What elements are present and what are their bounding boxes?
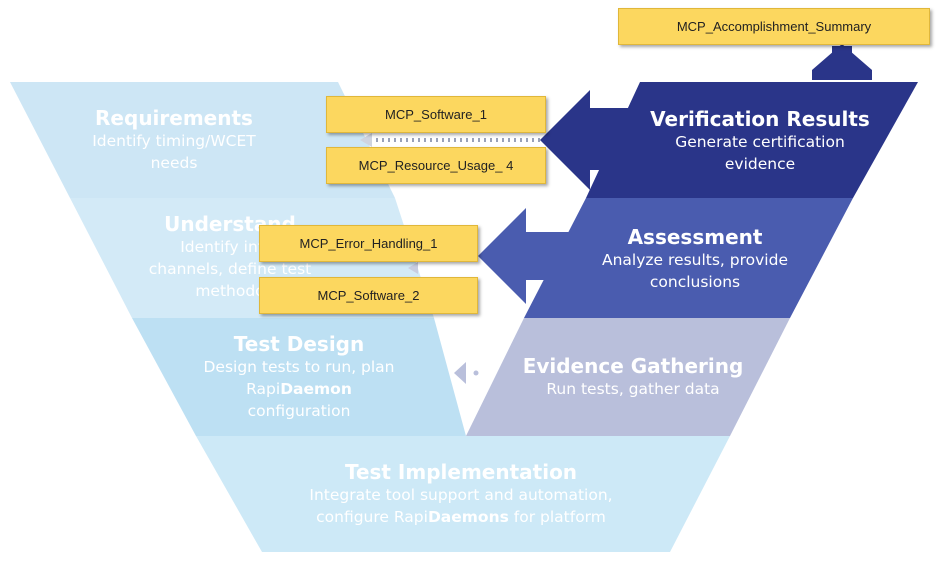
evidence-small-dot	[473, 370, 479, 376]
tag-error-handling-1[interactable]: MCP_Error_Handling_1	[259, 225, 478, 262]
test-implementation-desc-2-bold: Daemons	[427, 508, 509, 526]
test-design-desc-1: Design tests to run, plan	[203, 358, 395, 376]
up-arrow-shape	[812, 44, 872, 80]
test-implementation-desc-2-post: for platform	[508, 508, 606, 526]
verification-results-band	[586, 82, 918, 198]
test-design-desc-3: configuration	[247, 402, 351, 420]
test-design-desc-2: RapiDaemon	[179, 378, 419, 400]
understand-desc-2: channels, define test	[148, 260, 312, 278]
assessment-text: Assessment Analyze results, provide conc…	[575, 225, 815, 293]
verification-dotted-arrowhead	[360, 133, 372, 147]
assessment-arrow	[478, 208, 590, 304]
test-implementation-desc-1: Integrate tool support and automation,	[309, 486, 613, 504]
evidence-small-arrowhead	[454, 362, 466, 384]
assessment-band	[524, 198, 853, 318]
test-design-band	[132, 318, 466, 436]
verification-results-desc-2: evidence	[724, 155, 796, 173]
assessment-title: Assessment	[627, 225, 763, 249]
test-implementation-band	[196, 436, 730, 552]
tag-software-1[interactable]: MCP_Software_1	[326, 96, 546, 133]
requirements-text: Requirements Identify timing/WCET needs	[64, 106, 284, 174]
test-design-desc-2-pre: Rapi	[246, 380, 281, 398]
test-design-desc-2-bold: Daemon	[280, 380, 352, 398]
requirements-title: Requirements	[95, 106, 253, 130]
requirements-desc-2: needs	[150, 154, 198, 172]
tag-software-2[interactable]: MCP_Software_2	[259, 277, 478, 314]
tag-resource-usage-4[interactable]: MCP_Resource_Usage_ 4	[326, 147, 546, 184]
test-implementation-title: Test Implementation	[344, 460, 578, 484]
test-implementation-text: Test Implementation Integrate tool suppo…	[276, 460, 646, 528]
test-implementation-desc-2-pre: configure Rapi	[316, 508, 428, 526]
verification-results-title: Verification Results	[650, 107, 870, 131]
evidence-gathering-title: Evidence Gathering	[522, 354, 744, 378]
evidence-gathering-text: Evidence Gathering Run tests, gather dat…	[513, 354, 753, 400]
test-design-text: Test Design Design tests to run, plan Ra…	[179, 332, 419, 422]
verification-results-text: Verification Results Generate certificat…	[640, 107, 880, 175]
verification-results-desc-1: Generate certification	[675, 133, 845, 151]
assessment-desc-1: Analyze results, provide	[602, 251, 788, 269]
test-implementation-desc-2: configure RapiDaemons for platform	[276, 506, 646, 528]
assessment-desc-2: conclusions	[649, 273, 741, 291]
understand-desc-3: methodo	[195, 282, 265, 300]
evidence-gathering-band	[466, 318, 790, 436]
tag-accomplishment-summary[interactable]: MCP_Accomplishment_Summary	[618, 8, 930, 45]
verification-arrow	[540, 90, 640, 190]
requirements-band	[10, 82, 395, 198]
understand-desc-1: Identify inter	[180, 238, 280, 256]
assessment-small-arrowhead	[408, 262, 418, 274]
requirements-desc-1: Identify timing/WCET	[92, 132, 256, 150]
evidence-gathering-desc-1: Run tests, gather data	[546, 380, 720, 398]
test-design-title: Test Design	[233, 332, 365, 356]
